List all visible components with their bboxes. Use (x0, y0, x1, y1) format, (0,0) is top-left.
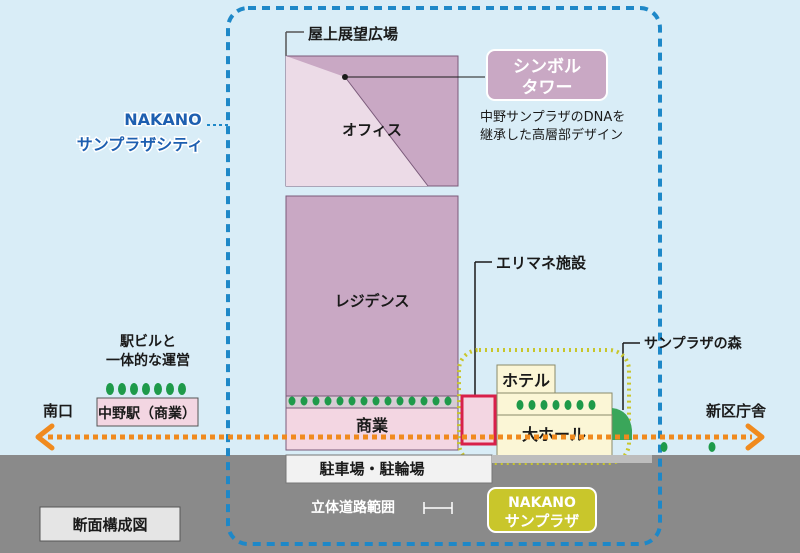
forest-trees (516, 400, 596, 410)
substructure-strip (492, 455, 652, 463)
city-label-line2: サンプラザシティ (77, 135, 204, 154)
forest-slope (612, 408, 632, 440)
podium-roof (285, 395, 459, 409)
station-label: 中野駅（商業） (98, 405, 196, 422)
symbol-tower-badge (486, 49, 608, 101)
rooftop-label: 屋上展望広場 (308, 25, 398, 43)
sunplaza-badge (487, 487, 597, 533)
sunplaza-badge-line1: NAKANO (508, 495, 576, 511)
commercial-block (285, 407, 459, 451)
office-label: オフィス (342, 121, 402, 139)
caption-box (39, 506, 181, 542)
commercial-label: 商業 (356, 416, 389, 435)
city-label-line1: NAKANO (124, 110, 202, 129)
residence-block (285, 195, 459, 397)
station-box (96, 397, 199, 427)
residence-label: レジデンス (335, 292, 410, 310)
axis-arrow-left (35, 423, 55, 451)
dna-text-line1: 中野サンプラザのDNAを (480, 110, 625, 125)
south-exit-label: 南口 (43, 402, 73, 420)
podium-trees (288, 396, 452, 406)
parking-block (285, 454, 493, 484)
ward-office-label: 新区庁舎 (706, 402, 767, 420)
hotel-block (496, 364, 556, 394)
sunplaza-badge-line2: サンプラザ (505, 512, 580, 530)
station-trees (106, 383, 186, 395)
caption-label: 断面構成図 (72, 516, 147, 534)
symbol-tower-line1: シンボル (513, 57, 581, 77)
hotel-label: ホテル (502, 371, 550, 390)
office-light-facet (286, 56, 428, 186)
dna-text-line2: 継承した高層部デザイン (480, 127, 623, 143)
office-facet-edge (344, 76, 429, 187)
axis-arrow-right (745, 423, 765, 451)
area-mgmt-label: エリマネ施設 (496, 254, 587, 272)
area-mgmt-facility (460, 394, 497, 446)
symbol-tower-line2: タワー (522, 78, 573, 98)
sunplaza-city-boundary (226, 6, 662, 546)
road-range-label: 立体道路範囲 (311, 499, 395, 516)
station-note-line2: 一体的な運営 (106, 352, 190, 369)
station-note-line1: 駅ビルと (120, 334, 176, 350)
parking-label: 駐車場・駐輪場 (319, 460, 424, 478)
forest-label: サンプラザの森 (644, 335, 743, 352)
ward-office-trees (660, 442, 716, 452)
